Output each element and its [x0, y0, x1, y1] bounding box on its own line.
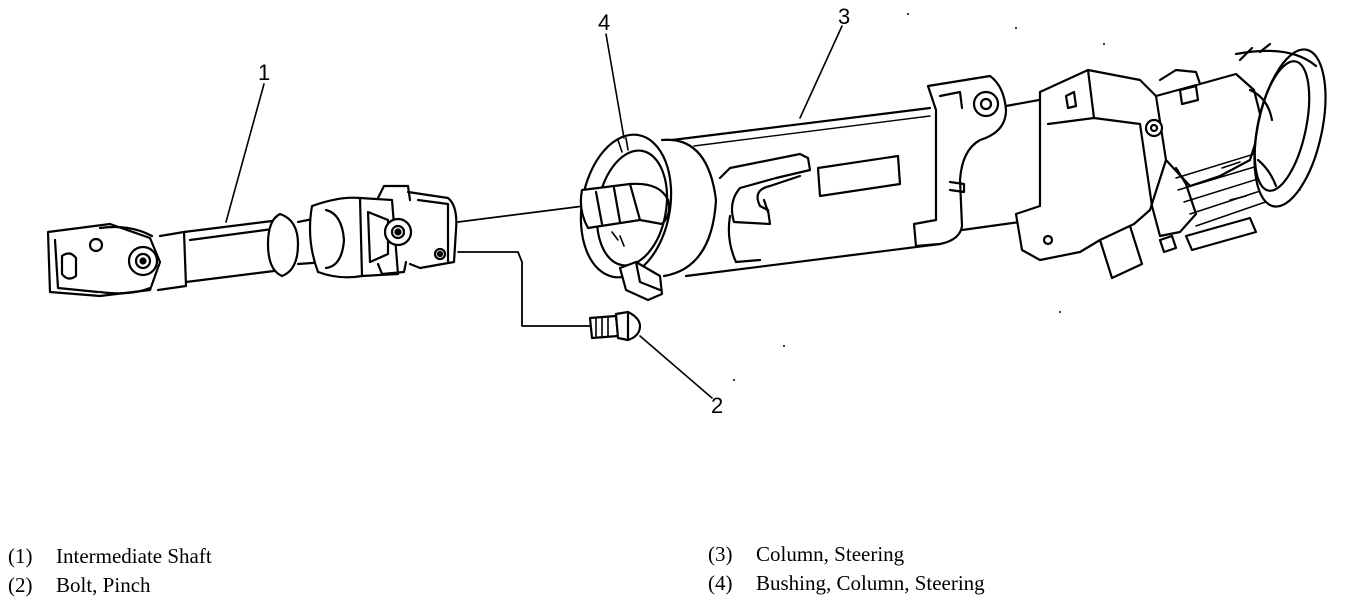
legend-label: Bushing, Column, Steering: [756, 571, 985, 595]
callout-4: 4: [598, 10, 611, 35]
steering-column: [579, 42, 1327, 280]
legend-label: Intermediate Shaft: [56, 544, 212, 568]
legend-item: (1) Intermediate Shaft: [8, 542, 212, 571]
legend-number: (4): [708, 571, 733, 595]
callout-3: 3: [838, 4, 851, 29]
legend-number: (3): [708, 542, 733, 566]
legend-right: (3) Column, Steering (4) Bushing, Column, …: [708, 540, 985, 598]
callout-leaders: [225, 25, 843, 399]
callout-1: 1: [258, 60, 271, 85]
legend-number: (2): [8, 573, 33, 597]
legend-item: (4) Bushing, Column, Steering: [708, 569, 985, 598]
legend-label: Bolt, Pinch: [56, 573, 151, 597]
callout-2: 2: [711, 393, 724, 418]
legend-number: (1): [8, 544, 33, 568]
legend-label: Column, Steering: [756, 542, 905, 566]
intermediate-shaft: [46, 184, 458, 298]
pinch-bolt: [588, 310, 642, 342]
legend-left: (1) Intermediate Shaft (2) Bolt, Pinch: [8, 542, 212, 600]
legend-item: (3) Column, Steering: [708, 540, 985, 569]
speckle-dots: [733, 13, 1105, 381]
legend-item: (2) Bolt, Pinch: [8, 571, 212, 600]
